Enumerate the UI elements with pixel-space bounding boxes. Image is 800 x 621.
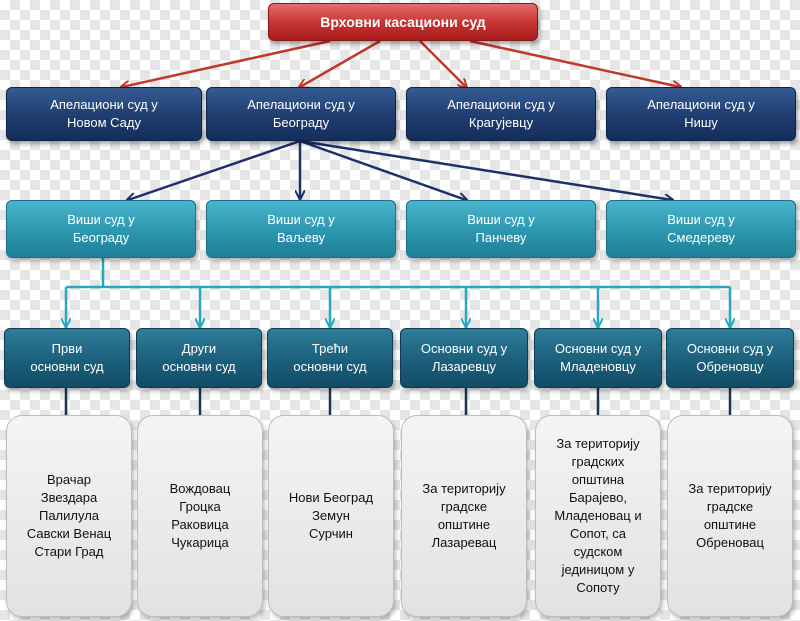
supreme-court-label: Врховни касациони суд (320, 14, 486, 30)
higher-to-basic-arrows (66, 258, 730, 326)
territory-text: Вождовац Гроцка Раковица Чукарица (169, 481, 231, 550)
arrow-appeal-higher-smederevo (299, 139, 672, 200)
arrow-appeal-higher-pancevo (299, 139, 466, 200)
basic-court-label: Основни суд у Обреновцу (686, 341, 774, 374)
territory-text: За територију градске општине Лазаревац (422, 481, 506, 550)
arrow-supreme-novi-sad (122, 39, 331, 87)
higher-court-beograd: Виши суд у Београду (6, 200, 196, 258)
territory-box-first: Врачар Звездара Палилула Савски Венац Ст… (6, 415, 132, 617)
territory-box-obrenovac: За територију градске општине Обреновац (667, 415, 793, 617)
appeal-court-label: Апелациони суд у Нишу (647, 97, 755, 130)
appeal-court-novi-sad: Апелациони суд у Новом Саду (6, 87, 202, 141)
supreme-court-box: Врховни касациони суд (268, 3, 538, 41)
basic-court-label: Трећи основни суд (293, 341, 367, 374)
basic-court-obrenovac: Основни суд у Обреновцу (666, 328, 794, 388)
basic-court-mladenovac: Основни суд у Младеновцу (534, 328, 662, 388)
territory-text: За територију градских општина Барајево,… (554, 436, 642, 595)
territory-text: Нови Београд Земун Сурчин (288, 490, 374, 541)
appeal-court-label: Апелациони суд у Београду (247, 97, 355, 130)
territory-box-third: Нови Београд Земун Сурчин (268, 415, 394, 617)
higher-court-label: Виши суд у Београду (67, 212, 135, 245)
appeal-court-beograd: Апелациони суд у Београду (206, 87, 396, 141)
territory-box-mladenovac: За територију градских општина Барајево,… (535, 415, 661, 617)
higher-court-label: Виши суд у Смедереву (667, 212, 735, 245)
appeal-court-nis: Апелациони суд у Нишу (606, 87, 796, 141)
basic-to-territory-lines (64, 388, 732, 415)
arrow-supreme-kragujevac (419, 40, 466, 87)
basic-court-label: Основни суд у Младеновцу (554, 341, 642, 374)
territory-box-lazarevac: За територију градске општине Лазаревац (401, 415, 527, 617)
higher-court-label: Виши суд у Панчеву (467, 212, 535, 245)
basic-court-third: Трећи основни суд (267, 328, 393, 388)
appeal-court-kragujevac: Апелациони суд у Крагујевцу (406, 87, 596, 141)
supreme-to-appeal-arrows (122, 39, 680, 87)
basic-court-lazarevac: Основни суд у Лазаревцу (400, 328, 528, 388)
basic-court-second: Други основни суд (136, 328, 262, 388)
basic-court-label: Први основни суд (30, 341, 104, 374)
arrow-supreme-nis (469, 39, 680, 87)
basic-court-first: Први основни суд (4, 328, 130, 388)
higher-court-smederevo: Виши суд у Смедереву (606, 200, 796, 258)
territory-text: Врачар Звездара Палилула Савски Венац Ст… (26, 472, 112, 559)
territory-text: За територију градске општине Обреновац (688, 481, 772, 550)
appeal-to-higher-arrows (128, 139, 672, 200)
higher-court-pancevo: Виши суд у Панчеву (406, 200, 596, 258)
appeal-court-label: Апелациони суд у Крагујевцу (447, 97, 555, 130)
basic-court-label: Основни суд у Лазаревцу (420, 341, 508, 374)
higher-court-valjevo: Виши суд у Ваљеву (206, 200, 396, 258)
territory-box-second: Вождовац Гроцка Раковица Чукарица (137, 415, 263, 617)
arrow-supreme-beograd (300, 39, 381, 87)
higher-court-label: Виши суд у Ваљеву (267, 212, 335, 245)
appeal-court-label: Апелациони суд у Новом Саду (50, 97, 158, 130)
basic-court-label: Други основни суд (162, 341, 236, 374)
arrow-appeal-higher-beograd (128, 139, 301, 200)
